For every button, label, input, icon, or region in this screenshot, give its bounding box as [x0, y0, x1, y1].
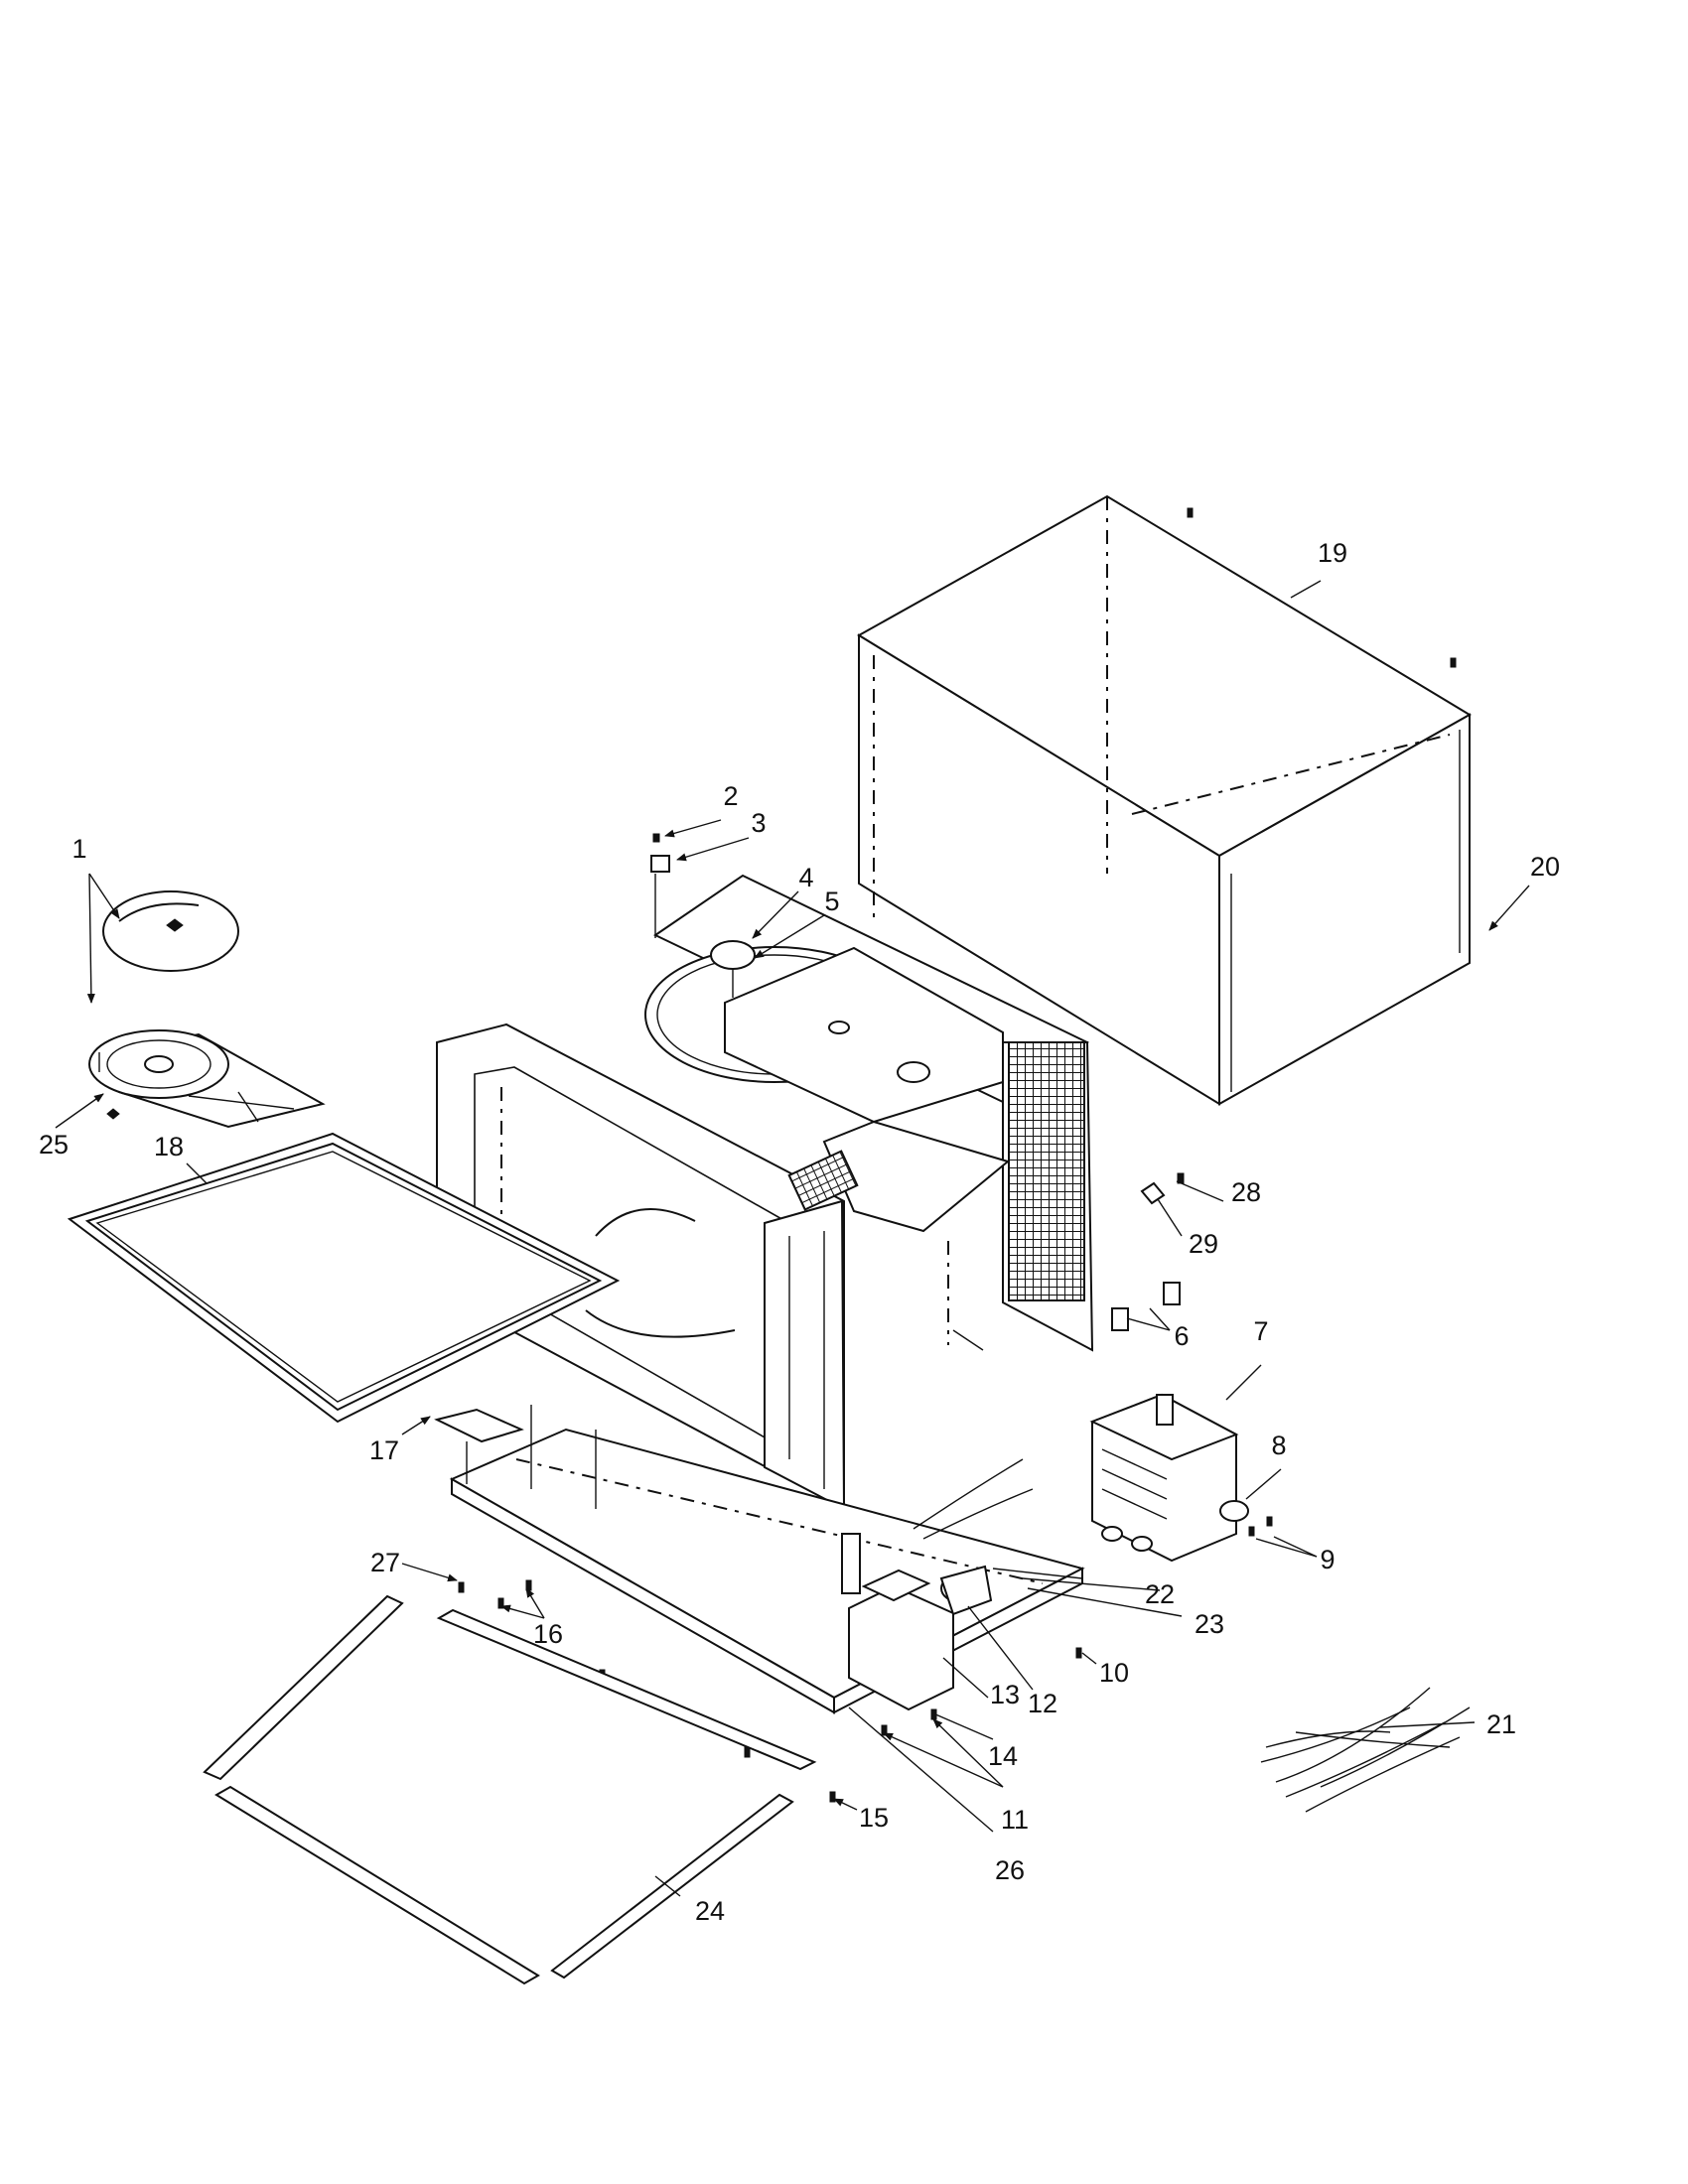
screw-icon — [1248, 1526, 1255, 1537]
feet-strips — [203, 1594, 817, 1985]
callout-14: 14 — [988, 1741, 1018, 1771]
screw-icon — [829, 1791, 836, 1803]
callout-1: 1 — [71, 834, 86, 864]
screw-icon — [1450, 657, 1457, 668]
callout-22: 22 — [1145, 1579, 1175, 1609]
outer-cabinet — [857, 494, 1472, 1106]
callout-16: 16 — [533, 1619, 563, 1649]
callout-27: 27 — [370, 1548, 400, 1577]
callout-6: 6 — [1174, 1321, 1189, 1351]
switch-icon — [1163, 1282, 1181, 1305]
thermal-protector — [1219, 1500, 1249, 1522]
screw-icon — [1187, 507, 1194, 518]
screw-icon — [458, 1581, 465, 1593]
turntable-assembly — [88, 890, 326, 1129]
vent-grille — [1008, 1041, 1085, 1301]
callout-9: 9 — [1320, 1545, 1335, 1574]
callout-labels: 1 2 3 4 5 6 7 8 9 10 11 12 13 14 15 16 1… — [39, 538, 1560, 1926]
callout-8: 8 — [1271, 1431, 1286, 1460]
clip-icon — [1140, 1181, 1166, 1205]
callout-18: 18 — [154, 1132, 184, 1161]
callout-2: 2 — [723, 781, 738, 811]
callout-15: 15 — [859, 1803, 889, 1833]
oven-cavity — [436, 874, 1185, 1511]
callout-5: 5 — [824, 887, 839, 916]
callout-20: 20 — [1530, 852, 1560, 882]
callout-21: 21 — [1486, 1709, 1516, 1739]
callout-19: 19 — [1318, 538, 1347, 568]
top-fasteners — [650, 833, 670, 938]
callout-4: 4 — [798, 863, 813, 892]
stirrer-motor — [710, 940, 756, 970]
callout-28: 28 — [1231, 1177, 1261, 1207]
callout-17: 17 — [369, 1435, 399, 1465]
switch-icon — [1111, 1307, 1129, 1331]
base-plate — [434, 1405, 1085, 1803]
door-gasket-frame — [67, 1132, 621, 1424]
leader-lines — [55, 580, 1530, 1897]
callout-29: 29 — [1189, 1229, 1218, 1259]
callout-13: 13 — [990, 1680, 1020, 1709]
bracket-icon — [650, 855, 670, 873]
wire-harness — [1260, 1687, 1471, 1813]
callout-10: 10 — [1099, 1658, 1129, 1688]
screw-icon — [1075, 1647, 1082, 1659]
roller-icon — [106, 1108, 120, 1120]
callout-25: 25 — [39, 1130, 69, 1160]
callout-26: 26 — [995, 1855, 1025, 1885]
screw-icon — [652, 833, 660, 843]
callout-23: 23 — [1195, 1609, 1224, 1639]
screw-icon — [744, 1746, 751, 1758]
screw-icon — [1266, 1516, 1273, 1527]
callout-12: 12 — [1028, 1689, 1057, 1718]
callout-3: 3 — [751, 808, 766, 838]
magnetron — [1089, 1393, 1273, 1563]
callout-11: 11 — [1001, 1805, 1029, 1835]
coupler-icon — [166, 918, 184, 932]
callout-24: 24 — [695, 1896, 725, 1926]
callout-7: 7 — [1253, 1316, 1268, 1346]
